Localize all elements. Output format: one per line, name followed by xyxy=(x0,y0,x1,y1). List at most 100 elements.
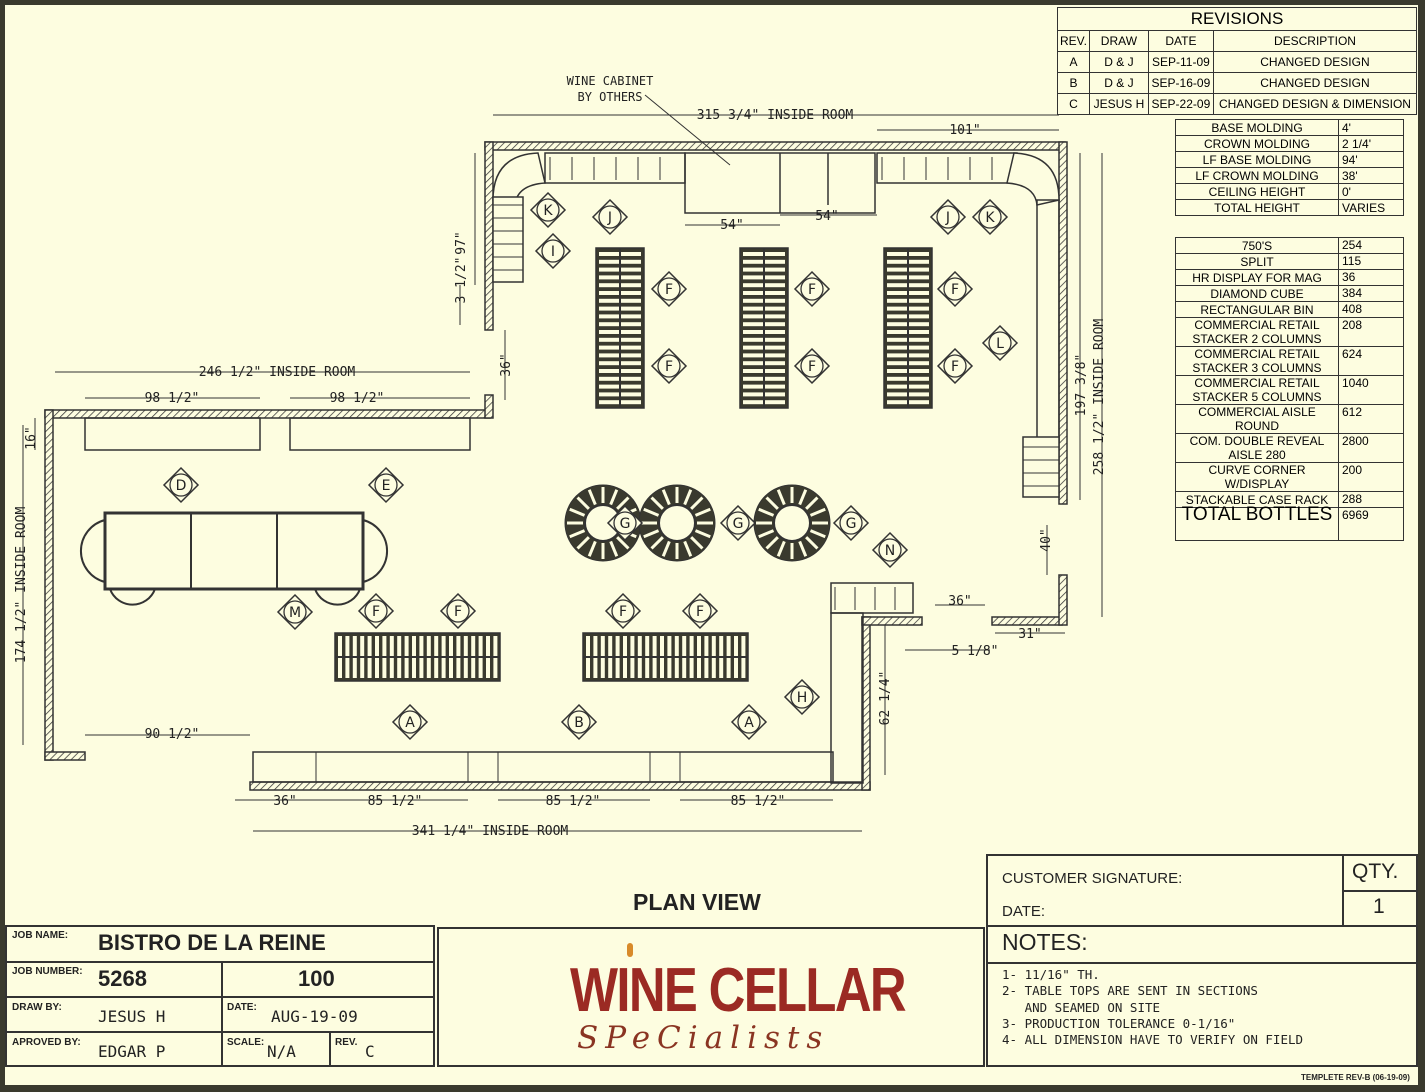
date-label: DATE: xyxy=(1002,903,1046,920)
wall xyxy=(1058,574,1068,626)
marker-label: J xyxy=(945,210,950,226)
bottle-label: COM. DOUBLE REVEAL AISLE 280 xyxy=(1175,433,1339,463)
aisle-slot xyxy=(758,507,775,517)
approved-by: EDGAR P xyxy=(98,1042,166,1061)
wine-rack xyxy=(544,152,686,184)
plan-view-title: PLAN VIEW xyxy=(633,889,761,915)
callout-leader xyxy=(644,94,731,166)
bottle-label: COMMERCIAL RETAIL STACKER 2 COLUMNS xyxy=(1175,317,1339,347)
table xyxy=(103,511,365,591)
marker-label: N xyxy=(885,543,895,559)
molding-label: LF CROWN MOLDING xyxy=(1175,167,1339,184)
revision-cell: SEP-16-09 xyxy=(1147,72,1214,94)
dim-text: 85 1/2" xyxy=(731,794,786,809)
marker-circle xyxy=(567,710,591,734)
marker-circle xyxy=(541,239,565,263)
total-bottles-value: 6969 xyxy=(1338,507,1404,541)
bottle-value: 612 xyxy=(1338,404,1404,434)
bottle-label: DIAMOND CUBE xyxy=(1175,285,1339,302)
job-name: BISTRO DE LA REINE xyxy=(98,930,326,955)
revision-cell: CHANGED DESIGN xyxy=(1212,51,1418,73)
revision-cell: C xyxy=(1057,93,1090,115)
dim-text: 31" xyxy=(1018,627,1041,642)
marker-circle xyxy=(374,473,398,497)
date-tb: AUG-19-09 xyxy=(271,1007,358,1026)
marker-circle xyxy=(878,538,902,562)
dim-text: 54" xyxy=(815,209,838,224)
molding-value: VARIES xyxy=(1338,199,1404,216)
approved-label: APROVED BY: xyxy=(12,1037,81,1048)
aisle-slot xyxy=(650,536,664,550)
marker-label: B xyxy=(574,715,584,731)
marker-circle xyxy=(936,205,960,229)
table-end xyxy=(362,519,389,583)
date-header: DATE xyxy=(1147,30,1214,52)
marker-circle xyxy=(169,473,193,497)
notes-divider xyxy=(986,962,1418,964)
bottle-value: 408 xyxy=(1338,301,1404,318)
aisle-slot xyxy=(694,529,711,539)
bottle-label: RECTANGULAR BIN xyxy=(1175,301,1339,318)
curve-corner-rack xyxy=(492,152,546,206)
aisle-slot xyxy=(609,540,619,557)
qty-value: 1 xyxy=(1373,895,1385,918)
revision-cell: D & J xyxy=(1088,51,1149,73)
bottle-value: 2800 xyxy=(1338,433,1404,463)
marker-circle xyxy=(800,354,824,378)
dim-text: 3 1/2" xyxy=(454,257,469,304)
dim-text: 246 1/2" INSIDE ROOM xyxy=(199,365,356,380)
molding-value: 94' xyxy=(1338,151,1404,168)
aisle-slot xyxy=(809,507,826,517)
dim-text: 5 1/8" xyxy=(952,644,999,659)
wall xyxy=(249,781,871,791)
aisle-slot xyxy=(683,489,693,506)
logo-title: WINE CELLAR xyxy=(570,956,907,1025)
marker-label: F xyxy=(665,282,673,298)
side-rack xyxy=(492,196,524,283)
aisle-slot xyxy=(776,489,786,506)
dim-text: 101" xyxy=(949,123,980,138)
marker-label: H xyxy=(797,690,808,706)
dim-text: 36" xyxy=(948,594,971,609)
marker-circle xyxy=(364,599,388,623)
molding-label: CEILING HEIGHT xyxy=(1175,183,1339,200)
marker-label: A xyxy=(405,715,415,731)
aisle-slot xyxy=(809,529,826,539)
aisle-slot xyxy=(805,496,819,510)
aisle-slot xyxy=(661,540,671,557)
job-number: 5268 xyxy=(98,966,147,991)
bottle-label: HR DISPLAY FOR MAG xyxy=(1175,269,1339,286)
aisle-slot xyxy=(576,496,590,510)
scale: N/A xyxy=(267,1042,296,1061)
aisle-slot xyxy=(798,489,808,506)
aisle-slot xyxy=(765,496,779,510)
aisle-slot xyxy=(587,540,597,557)
logo-frame xyxy=(437,927,985,1067)
bottle-value: 208 xyxy=(1338,317,1404,347)
dim-text: 98 1/2" xyxy=(330,391,385,406)
wall xyxy=(991,616,1063,626)
counter xyxy=(84,417,261,451)
job-name-label: JOB NAME: xyxy=(12,930,69,941)
revision-cell: D & J xyxy=(1088,72,1149,94)
bottle-value: 1040 xyxy=(1338,375,1404,405)
molding-value: 0' xyxy=(1338,183,1404,200)
marker-label: I xyxy=(551,244,555,260)
molding-value: 2 1/4' xyxy=(1338,135,1404,152)
molding-label: CROWN MOLDING xyxy=(1175,135,1339,152)
marker-label: F xyxy=(619,604,627,620)
rev-header: REV. xyxy=(1057,30,1090,52)
marker-circle xyxy=(613,511,637,535)
marker-circle xyxy=(790,685,814,709)
bottle-value: 384 xyxy=(1338,285,1404,302)
